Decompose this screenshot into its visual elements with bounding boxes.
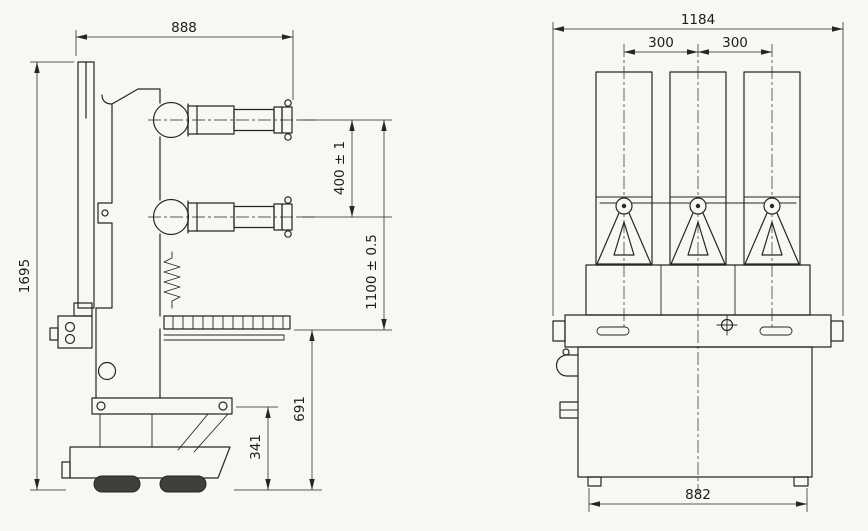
post-outline [77, 61, 95, 309]
dim-label-overall-width-front: 1184 [681, 12, 715, 28]
dim-label-contact-height: 1100 ± 0.5 [364, 234, 380, 310]
dim-label-arm-height: 691 [292, 396, 308, 422]
frame-bar [552, 314, 844, 348]
lower-enclosure [555, 346, 813, 487]
front-view-body [552, 71, 844, 487]
bracket-center [670, 197, 726, 265]
body-hole [97, 361, 117, 381]
contact-arm-rail [163, 315, 291, 341]
dim-label-overall-width-side: 888 [171, 20, 197, 36]
base-truck [61, 446, 231, 493]
dim-label-contact-spacing: 400 ± 1 [332, 141, 348, 195]
side-view-centerlines [148, 119, 318, 218]
side-view: 888 1695 400 ± 1 1100 ± 0.5 691 341 [17, 20, 392, 493]
wheel-rear [159, 475, 207, 493]
bracket-right [744, 197, 800, 265]
front-view-dimensions [552, 22, 844, 512]
lower-plate [91, 397, 233, 415]
wheel-front [93, 475, 141, 493]
interlock-mechanism [49, 302, 93, 349]
side-view-body [49, 61, 293, 493]
spring [163, 251, 181, 309]
dim-label-base-width: 882 [685, 487, 711, 503]
bracket-left [596, 197, 652, 265]
dim-label-phase-spacing-left: 300 [648, 35, 674, 51]
front-view: 1184 300 300 882 [552, 12, 844, 512]
side-view-dimensions [30, 30, 392, 491]
dim-label-overall-height: 1695 [17, 259, 33, 293]
side-view-arrowheads [34, 34, 387, 490]
dim-label-plate-height: 341 [248, 434, 264, 460]
front-view-centerlines [623, 44, 773, 494]
dim-label-phase-spacing-right: 300 [722, 35, 748, 51]
